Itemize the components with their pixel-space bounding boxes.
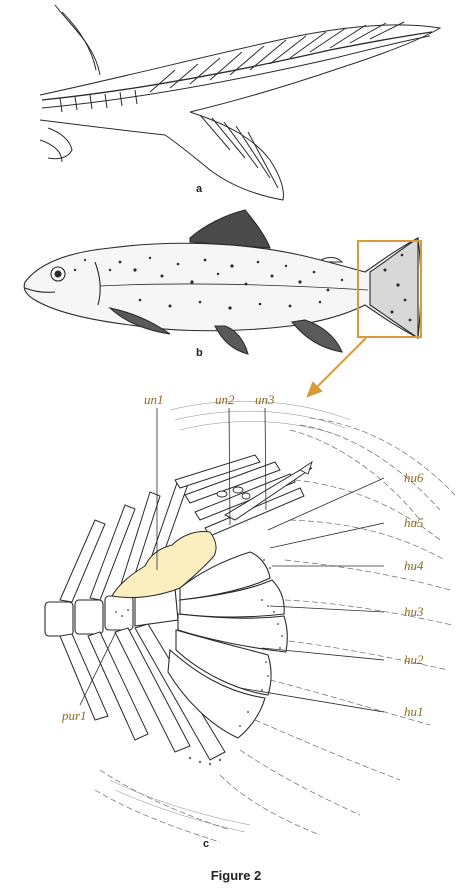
label-hu3: hu3 bbox=[404, 604, 424, 619]
panel-b-letter: b bbox=[196, 347, 203, 359]
label-hu1: hu1 bbox=[404, 704, 424, 719]
label-pur1: pur1 bbox=[61, 708, 87, 723]
panel-b-trout-drawing bbox=[23, 209, 422, 355]
figure-caption: Figure 2 bbox=[211, 868, 262, 883]
trout-spots bbox=[73, 253, 412, 322]
label-hu6: hu6 bbox=[404, 470, 424, 485]
panel-a-letter: a bbox=[196, 183, 203, 195]
hypurals bbox=[167, 551, 288, 739]
vertebrae bbox=[44, 587, 179, 637]
callout-box bbox=[357, 240, 422, 338]
fin-ray-hatching bbox=[109, 401, 351, 833]
label-hu2: hu2 bbox=[404, 652, 424, 667]
label-un2: un2 bbox=[215, 392, 235, 407]
leader-lines bbox=[79, 407, 385, 713]
stippled-edges bbox=[115, 559, 283, 766]
label-hu4: hu4 bbox=[404, 558, 424, 573]
label-un1: un1 bbox=[144, 392, 164, 407]
callout-arrow bbox=[306, 337, 367, 398]
panel-c-letter: c bbox=[203, 838, 209, 850]
label-un3: un3 bbox=[255, 392, 275, 407]
ossicles bbox=[216, 460, 313, 500]
fin-rays-fan bbox=[94, 417, 456, 843]
panel-a-tail-drawing bbox=[39, 4, 442, 201]
label-hu5: hu5 bbox=[404, 515, 424, 530]
